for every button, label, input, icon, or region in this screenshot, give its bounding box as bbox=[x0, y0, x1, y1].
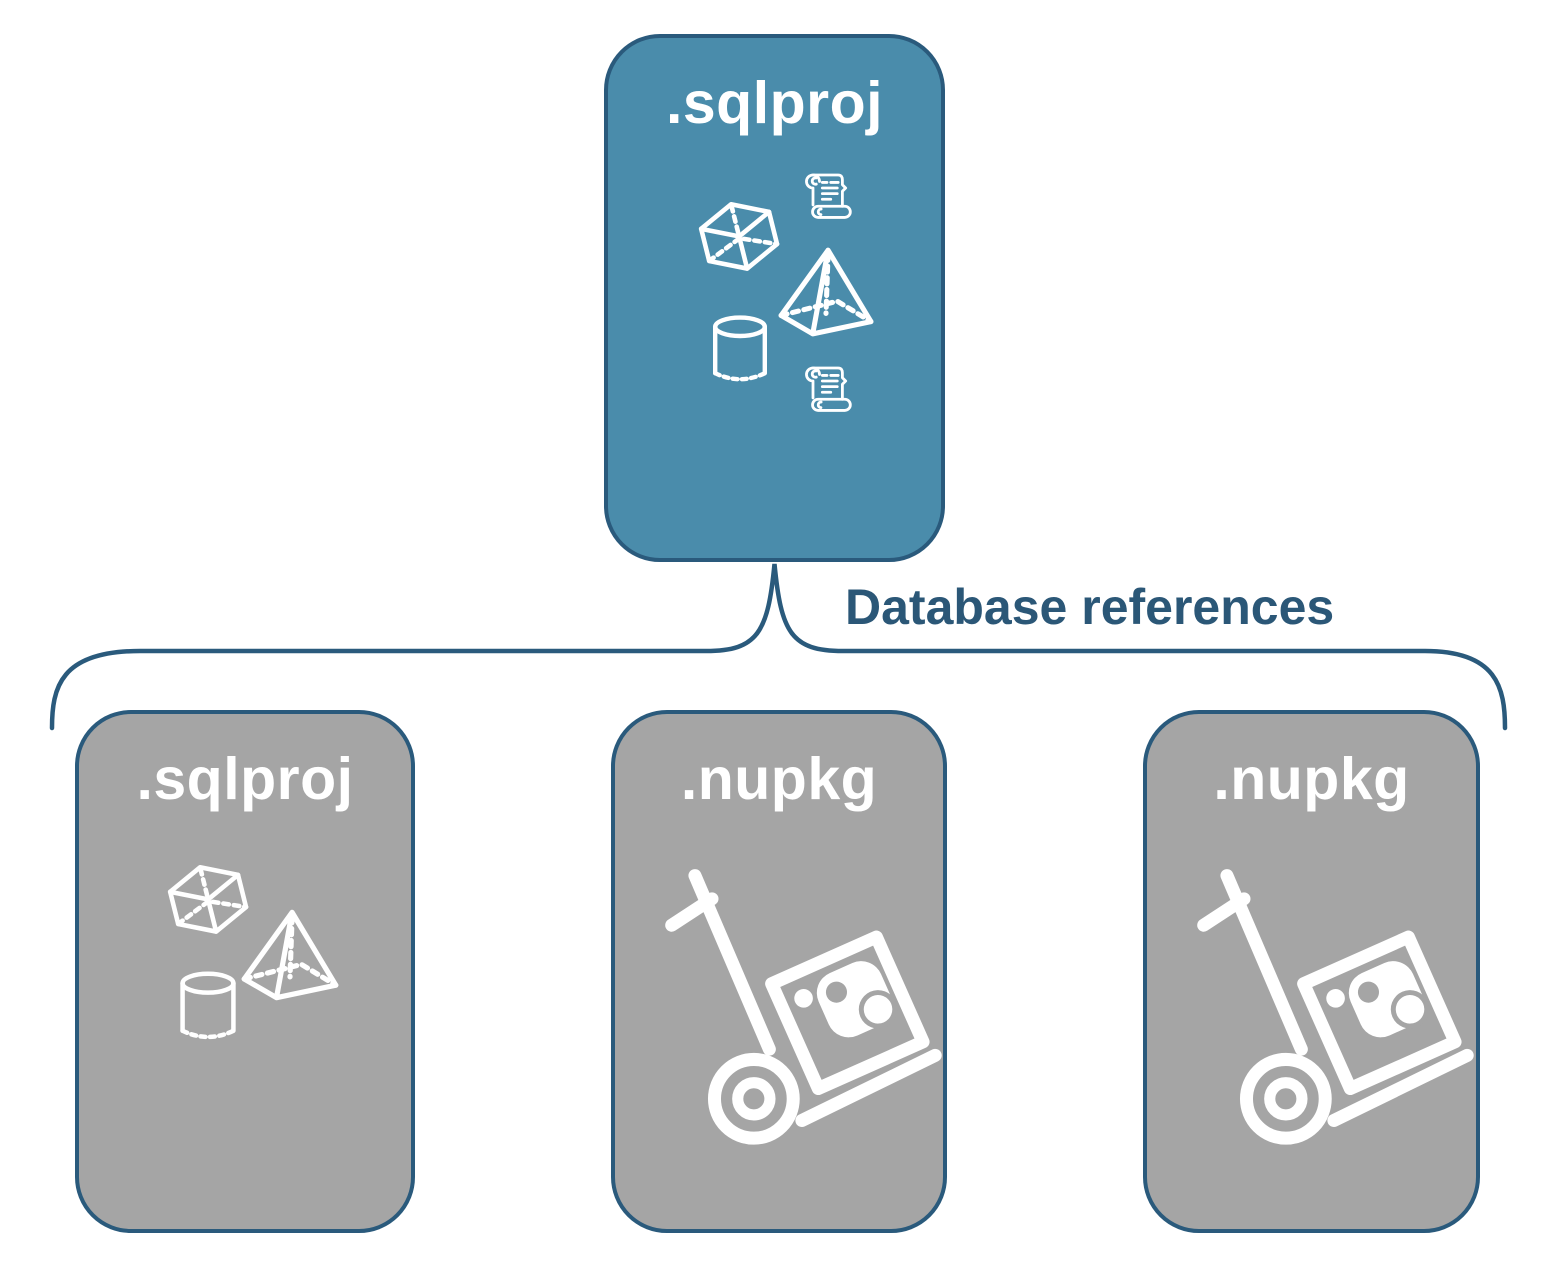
cube-icon bbox=[694, 194, 786, 286]
sqlproj-child-box: .sqlproj bbox=[75, 710, 415, 1233]
child-box-title: .sqlproj bbox=[136, 746, 354, 812]
handtruck-package-icon bbox=[650, 857, 960, 1167]
pyramid-icon bbox=[775, 240, 877, 342]
child-box-title: .nupkg bbox=[1213, 746, 1410, 812]
pyramid-icon bbox=[238, 902, 342, 1006]
child-box-title: .nupkg bbox=[680, 746, 878, 812]
nupkg-child-box: .nupkg bbox=[1143, 710, 1480, 1233]
script-scroll-icon bbox=[799, 169, 855, 222]
root-box-title: .sqlproj bbox=[665, 70, 884, 136]
handtruck-package-icon bbox=[1182, 857, 1492, 1167]
sqlproj-root-box: .sqlproj bbox=[604, 34, 945, 562]
nupkg-child-box: .nupkg bbox=[611, 710, 947, 1233]
cylinder-icon bbox=[700, 310, 780, 390]
script-scroll-icon bbox=[799, 362, 855, 415]
cylinder-icon bbox=[167, 966, 249, 1048]
database-references-label: Database references bbox=[845, 579, 1335, 635]
